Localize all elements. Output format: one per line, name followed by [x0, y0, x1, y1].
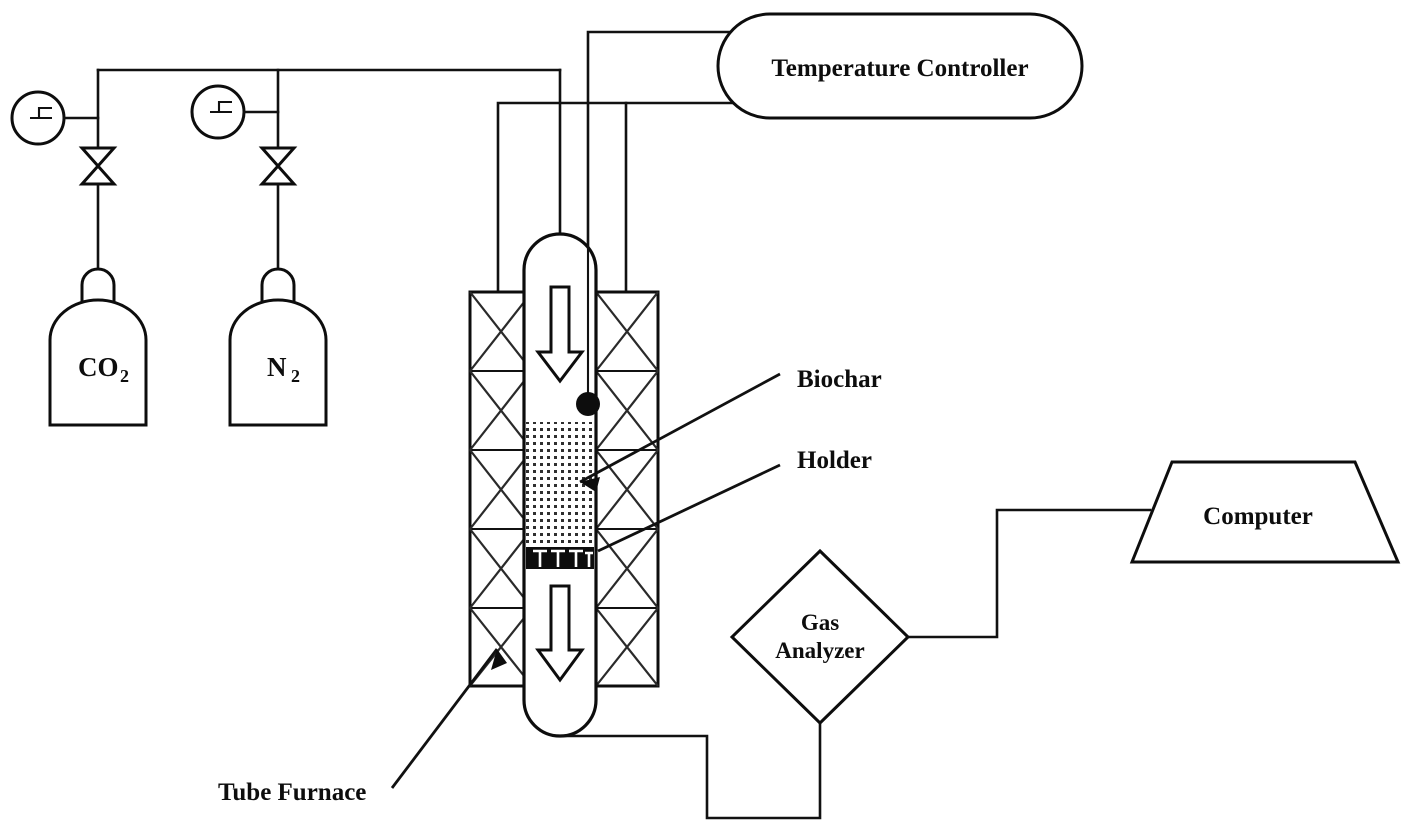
co2-gas-cylinder[interactable]: CO 2: [48, 267, 148, 427]
tube-furnace-label: Tube Furnace: [218, 779, 366, 806]
gas-analyzer-label-line1: Gas: [801, 610, 839, 635]
n2-needle-valve[interactable]: [258, 146, 298, 186]
temperature-controller-label: Temperature Controller: [771, 55, 1028, 82]
computer-body: [1129, 460, 1401, 564]
holder-callout: Holder: [597, 447, 872, 553]
co2-cylinder-label-subscript: 2: [120, 366, 129, 386]
furnace-right-x-5: [595, 607, 659, 687]
sample-holder[interactable]: [526, 547, 594, 569]
tube-furnace-callout: Tube Furnace: [218, 648, 507, 806]
holder-leader-line: [597, 463, 781, 553]
analyzer-to-computer-line: [906, 508, 1152, 639]
analyzer-to-computer-wiring: [906, 508, 1152, 639]
co2-needle-valve[interactable]: [78, 146, 118, 186]
temperature-controller[interactable]: Temperature Controller: [716, 12, 1084, 120]
computer[interactable]: Computer: [1129, 460, 1401, 564]
co2-pressure-gauge[interactable]: [10, 90, 100, 146]
gas-supply-piping: [96, 68, 562, 287]
biochar-label: Biochar: [797, 366, 882, 393]
biochar-bed-fill: [526, 422, 594, 547]
n2-gas-cylinder[interactable]: N 2: [228, 267, 328, 427]
n2-gauge-pointer-flag: [217, 100, 232, 112]
n2-valve-lower-triangle: [258, 163, 298, 186]
furnace-left-x-2: [469, 370, 533, 451]
lower-flow-arrow-shape: [535, 584, 585, 683]
biochar-bed[interactable]: [526, 422, 594, 547]
furnace-left-x-3: [469, 449, 533, 530]
gas-analyzer[interactable]: Gas Analyzer: [729, 548, 911, 726]
n2-cylinder-label-subscript: 2: [291, 366, 300, 386]
reactor-outlet-piping: [558, 712, 822, 820]
furnace-right-column: [594, 290, 660, 688]
thermocouple: [576, 240, 600, 416]
furnace-left-x-4: [469, 528, 533, 609]
temperature-controller-body: [716, 12, 1084, 120]
furnace-right-x-1: [595, 291, 659, 372]
upper-gas-flow-arrow: [534, 285, 586, 384]
furnace-left-column: [468, 290, 534, 688]
reactor-to-analyzer-line: [558, 712, 822, 820]
tube-furnace[interactable]: [468, 290, 660, 688]
n2-valve-upper-triangle: [258, 146, 298, 169]
n2-cylinder-body: [228, 298, 328, 427]
lower-gas-flow-arrow: [535, 584, 585, 683]
co2-cylinder-body: [48, 298, 148, 427]
furnace-left-x-1: [469, 291, 533, 372]
tube-furnace-leader-arrowhead: [491, 649, 507, 670]
thermocouple-bead: [576, 392, 600, 416]
furnace-right-x-2: [595, 370, 659, 451]
furnace-right-x-4: [595, 528, 659, 609]
gas-analyzer-label-line2: Analyzer: [775, 638, 864, 663]
biochar-leader-arrowhead: [580, 477, 600, 492]
holder-label: Holder: [797, 447, 872, 474]
co2-valve-lower-triangle: [78, 163, 118, 186]
upper-flow-arrow-shape: [534, 285, 586, 384]
furnace-right-x-3: [595, 449, 659, 530]
biochar-leader-line: [579, 372, 781, 484]
holder-grate-marks: [533, 549, 593, 567]
tube-furnace-leader-line: [390, 648, 499, 789]
co2-valve-upper-triangle: [78, 146, 118, 169]
gas-analyzer-body: [729, 548, 911, 726]
co2-gauge-pointer-flag: [37, 106, 52, 118]
n2-cylinder-label: N: [267, 352, 287, 382]
co2-cylinder-label: CO: [78, 352, 119, 382]
biochar-callout: Biochar: [579, 366, 882, 492]
computer-label: Computer: [1203, 503, 1313, 530]
n2-pressure-gauge[interactable]: [190, 84, 280, 140]
furnace-control-wire-left: [496, 101, 740, 292]
